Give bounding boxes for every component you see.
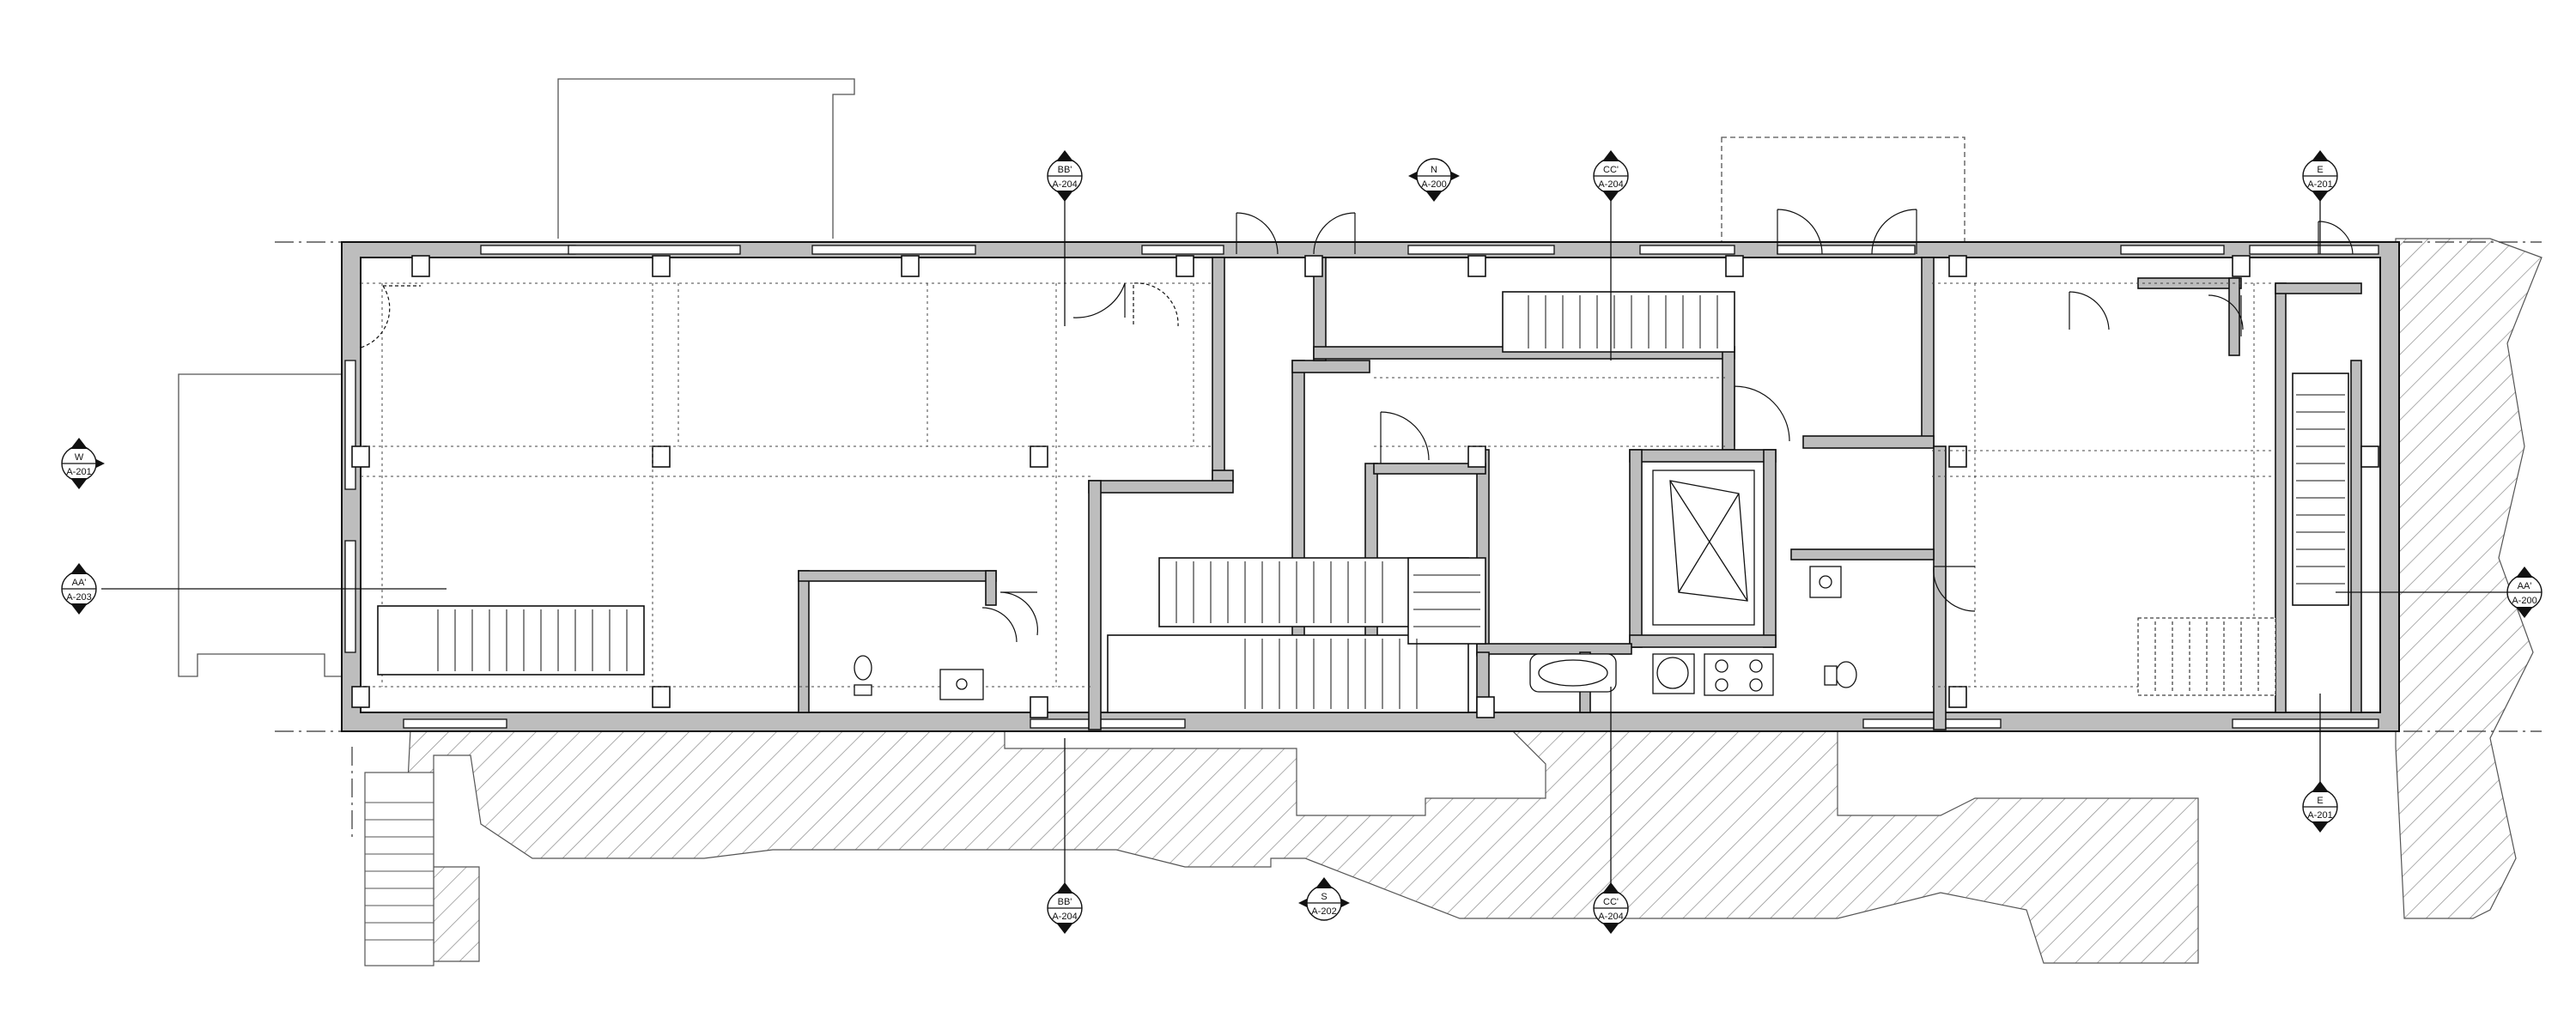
marker-id: S [1321, 892, 1327, 902]
section-marker-e-top: E A-201 [2302, 150, 2338, 202]
section-marker-cc-bottom: CC' A-204 [1593, 882, 1629, 934]
section-marker-aa-right: AA' A-200 [2506, 566, 2543, 618]
kitchen-hob [1704, 653, 1774, 696]
doors [360, 209, 2354, 643]
marker-id: E [2317, 165, 2323, 175]
hatched-ground [364, 238, 2543, 966]
hatch-bottom-ground [403, 727, 2199, 964]
stair-east-treads [2154, 394, 2345, 692]
marker-id: N [1431, 165, 1437, 175]
marker-sheet: A-201 [2307, 810, 2332, 821]
stair-west [377, 605, 645, 676]
section-marker-w-left: W A-201 [61, 438, 105, 489]
marker-id: AA' [72, 578, 87, 588]
lift-car [1652, 470, 1755, 626]
washing-machine [1656, 657, 1689, 689]
stair-core-treads [1176, 561, 1480, 709]
stair-outside-bottom-left [364, 772, 434, 966]
marker-id: E [2317, 796, 2323, 806]
bathroom-fixtures [854, 566, 1857, 700]
marker-sheet: A-200 [2512, 596, 2537, 606]
marker-id: AA' [2518, 581, 2532, 591]
marker-sheet: A-202 [1311, 906, 1336, 917]
wall-bath-west [798, 570, 810, 713]
marker-sheet: A-200 [1421, 179, 1446, 190]
marker-sheet: A-203 [66, 592, 91, 603]
marker-id: CC' [1603, 165, 1619, 175]
columns [351, 255, 2379, 718]
section-marker-cc-top: CC' A-204 [1593, 150, 1629, 202]
interior-walls [798, 257, 2362, 730]
wall-east-corridor [1921, 257, 1935, 447]
section-marker-aa-left: AA' A-203 [61, 563, 97, 615]
marker-sheet: A-204 [1598, 912, 1623, 922]
neighbor-outline-left [178, 373, 348, 677]
wall-east-stair [2275, 282, 2287, 713]
stair-north-center-treads [1528, 295, 1718, 348]
marker-sheet: A-204 [1598, 179, 1623, 190]
outside-stair-treads [365, 802, 434, 941]
marker-id: W [75, 452, 84, 463]
balcony-outline [1721, 136, 1965, 250]
sink-east [1809, 566, 1842, 598]
section-marker-e-bottom: E A-201 [2302, 781, 2338, 833]
stair-west-treads [437, 609, 628, 671]
wall-stair-core [1088, 480, 1234, 494]
marker-id: BB' [1058, 165, 1072, 175]
toilet-west [854, 655, 872, 681]
facade-windows [344, 245, 2379, 729]
toilet-east [1835, 661, 1857, 688]
hatch-right-party-wall [2395, 238, 2543, 919]
wall-west-unit-east [1212, 257, 1225, 482]
marker-sheet: A-204 [1052, 179, 1077, 190]
section-marker-n-top: N A-200 [1408, 158, 1460, 202]
marker-sheet: A-201 [2307, 179, 2332, 190]
section-marker-bb-bottom: BB' A-204 [1047, 882, 1083, 934]
marker-sheet: A-204 [1052, 912, 1077, 922]
section-cut-lines [101, 192, 2529, 893]
marker-id: CC' [1603, 897, 1619, 907]
section-marker-bb-top: BB' A-204 [1047, 150, 1083, 202]
marker-id: BB' [1058, 897, 1072, 907]
wall-lift-shaft [1629, 449, 1777, 463]
neighbor-outline-top [557, 78, 855, 239]
marker-sheet: A-201 [66, 467, 91, 477]
section-marker-s-bottom: S A-202 [1298, 877, 1350, 921]
stair-north-center [1502, 291, 1735, 353]
